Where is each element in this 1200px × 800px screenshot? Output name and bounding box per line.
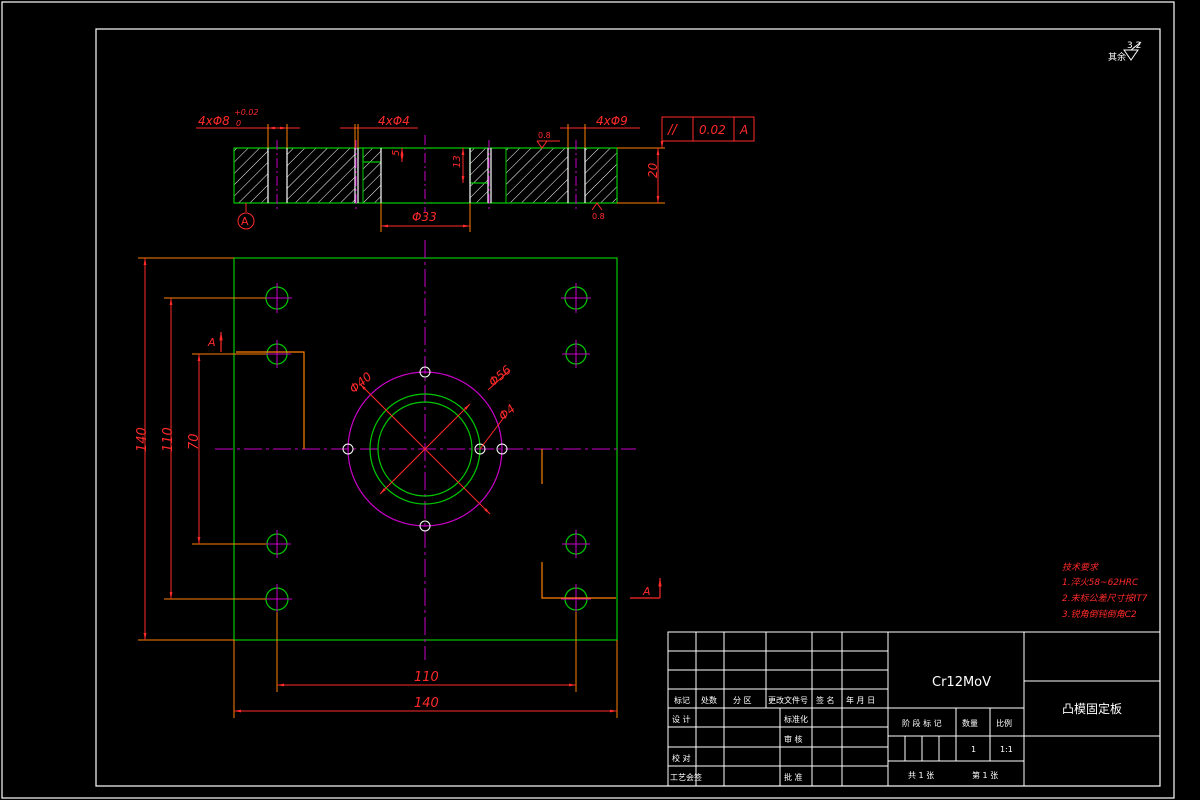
roughness-note: 其余 — [1108, 51, 1126, 63]
tech-requirements: 技术要求 1.淬火58~62HRC 2.未标公差尺寸按IT7 3.锐角倒钝倒角C… — [1062, 562, 1148, 620]
tb-change-doc: 更改文件号 — [768, 695, 808, 705]
roughness-b-value: 0.8 — [592, 212, 605, 221]
surface-roughness-symbol: 其余 3.2 — [1108, 41, 1141, 63]
dim-diam-4: Φ4 — [496, 402, 518, 424]
tb-zone: 分 区 — [733, 696, 752, 705]
callout-holes-8-tol-lower: 0 — [236, 119, 241, 128]
dim-diam-40: Φ40 — [347, 369, 375, 396]
plan-dimensions — [138, 257, 618, 718]
dim-height-20: 20 — [646, 162, 660, 178]
section-roughness-b: 0.8 — [591, 202, 605, 221]
tb-sign: 签 名 — [816, 695, 835, 705]
tech-req-item: 3.锐角倒钝倒角C2 — [1062, 609, 1137, 620]
title-block-text: 标记 处数 分 区 更改文件号 签 名 年 月 日 设 计 标准化 审 核 校 … — [670, 675, 1122, 782]
tb-material: Cr12MoV — [932, 675, 991, 690]
tb-review: 审 核 — [784, 734, 803, 744]
dim-height-140: 140 — [135, 427, 150, 452]
tb-stage-mark: 阶 段 标 记 — [902, 718, 942, 728]
callout-holes-9: 4xΦ9 — [596, 114, 628, 128]
plan-view: Φ40 Φ56 Φ4 A A — [135, 240, 662, 718]
callout-holes-8-tol-upper: +0.02 — [234, 108, 259, 117]
callout-holes-8: 4xΦ8 — [198, 114, 230, 128]
tb-scale-value: 1:1 — [1000, 745, 1013, 754]
tb-sheet-no: 第 1 张 — [972, 770, 998, 780]
tb-standardize: 标准化 — [784, 714, 808, 724]
section-cut-lines — [219, 332, 662, 599]
roughness-a-value: 0.8 — [538, 131, 551, 140]
datum-a-marker: A — [237, 203, 255, 230]
tech-req-title: 技术要求 — [1062, 562, 1099, 573]
tb-mark: 标记 — [674, 695, 690, 705]
title-block — [667, 631, 1161, 787]
section-label-right: A — [642, 585, 651, 598]
tolerance-datum: A — [739, 123, 748, 137]
tb-design: 设 计 — [672, 714, 691, 724]
callout-holes-4: 4xΦ4 — [378, 114, 410, 128]
dim-height-110: 110 — [161, 427, 176, 452]
tolerance-value: 0.02 — [699, 123, 726, 137]
tolerance-symbol: // — [667, 123, 678, 138]
section-roughness-a: 0.8 — [536, 131, 560, 149]
tb-date: 年 月 日 — [846, 695, 875, 705]
tech-req-item: 1.淬火58~62HRC — [1062, 577, 1139, 588]
dim-width-140: 140 — [414, 696, 439, 711]
tb-total-sheets: 共 1 张 — [908, 771, 934, 780]
roughness-value: 3.2 — [1127, 41, 1141, 51]
dim-width-110: 110 — [414, 670, 439, 685]
tb-approve: 批 准 — [784, 772, 803, 782]
drawing-frame — [1, 1, 1175, 799]
tb-check: 校 对 — [672, 753, 691, 763]
dim-height-70: 70 — [187, 433, 202, 450]
tb-count: 处数 — [701, 695, 717, 705]
dim-bore-33: Φ33 — [412, 210, 437, 224]
dim-depth-5: 5 — [391, 150, 402, 156]
section-view: 4xΦ8 +0.02 0 4xΦ4 4xΦ9 Φ33 5 13 20 0.8 0… — [196, 108, 755, 232]
tb-quantity: 1 — [971, 745, 976, 754]
tb-weight: 数量 — [962, 718, 978, 728]
tolerance-frame: // 0.02 A — [661, 116, 755, 142]
dim-diam-56: Φ56 — [486, 362, 514, 389]
tb-part-name: 凸模固定板 — [1062, 701, 1122, 716]
datum-a-label: A — [241, 215, 249, 228]
section-dimensions — [196, 124, 665, 232]
section-label-left: A — [207, 336, 216, 349]
diameter-leaders — [359, 369, 511, 515]
tech-req-item: 2.未标公差尺寸按IT7 — [1062, 593, 1148, 604]
tb-scale: 比例 — [996, 718, 1012, 728]
dim-depth-13: 13 — [452, 155, 463, 168]
tb-process: 工艺会签 — [670, 772, 702, 782]
